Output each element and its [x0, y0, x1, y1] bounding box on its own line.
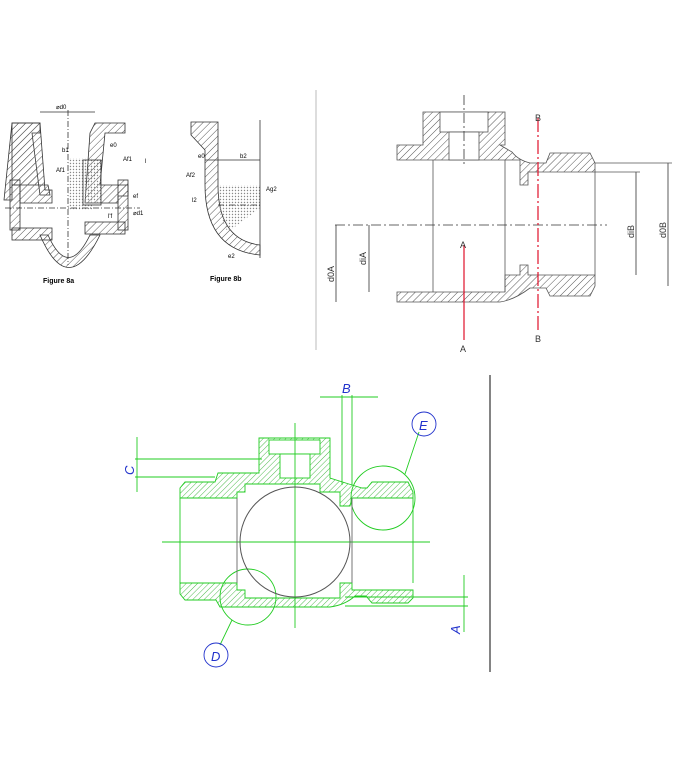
label-dib: diB	[626, 225, 636, 238]
ball	[239, 486, 351, 598]
label-ag2: Ag2	[266, 187, 277, 193]
figure-8b-caption: Figure 8b	[210, 276, 242, 283]
label-b-bottom: B	[535, 334, 541, 344]
valve-drawing	[135, 395, 468, 646]
label-e0: e0	[110, 143, 117, 149]
label-d: D	[211, 649, 220, 664]
label-dia: diA	[358, 252, 368, 265]
label-ae1: Af1	[123, 157, 133, 163]
figure-8a-caption: Figure 8a	[43, 278, 74, 285]
section-drawing	[335, 95, 672, 303]
label-af2: Af2	[186, 173, 196, 179]
detail-d-bubble	[203, 642, 229, 668]
label-a-top: A	[460, 240, 466, 250]
figure-8a	[3, 110, 140, 268]
label-c: C	[122, 465, 137, 475]
label-8b-e0: e0	[198, 154, 205, 160]
label-d0: ⌀d0	[56, 105, 67, 111]
label-b: B	[342, 381, 351, 396]
label-lf: l'f	[108, 214, 112, 220]
label-a: A	[448, 625, 463, 635]
detail-e-bubble	[411, 411, 437, 437]
label-d0a: d0A	[326, 266, 336, 282]
label-l: l	[145, 159, 146, 165]
label-af1: Af1	[56, 168, 66, 174]
label-e2: e2	[228, 254, 235, 260]
label-b-top: B	[535, 113, 541, 123]
figure-8b	[190, 120, 262, 258]
label-ef: ef	[133, 194, 138, 200]
label-dh: ⌀d1	[133, 211, 144, 217]
label-l2: l2	[192, 198, 197, 204]
label-e: E	[419, 418, 428, 433]
label-b1: b1	[62, 148, 69, 154]
label-b2: b2	[240, 154, 247, 160]
label-d0b: d0B	[658, 222, 668, 238]
label-a-bottom: A	[460, 344, 466, 354]
